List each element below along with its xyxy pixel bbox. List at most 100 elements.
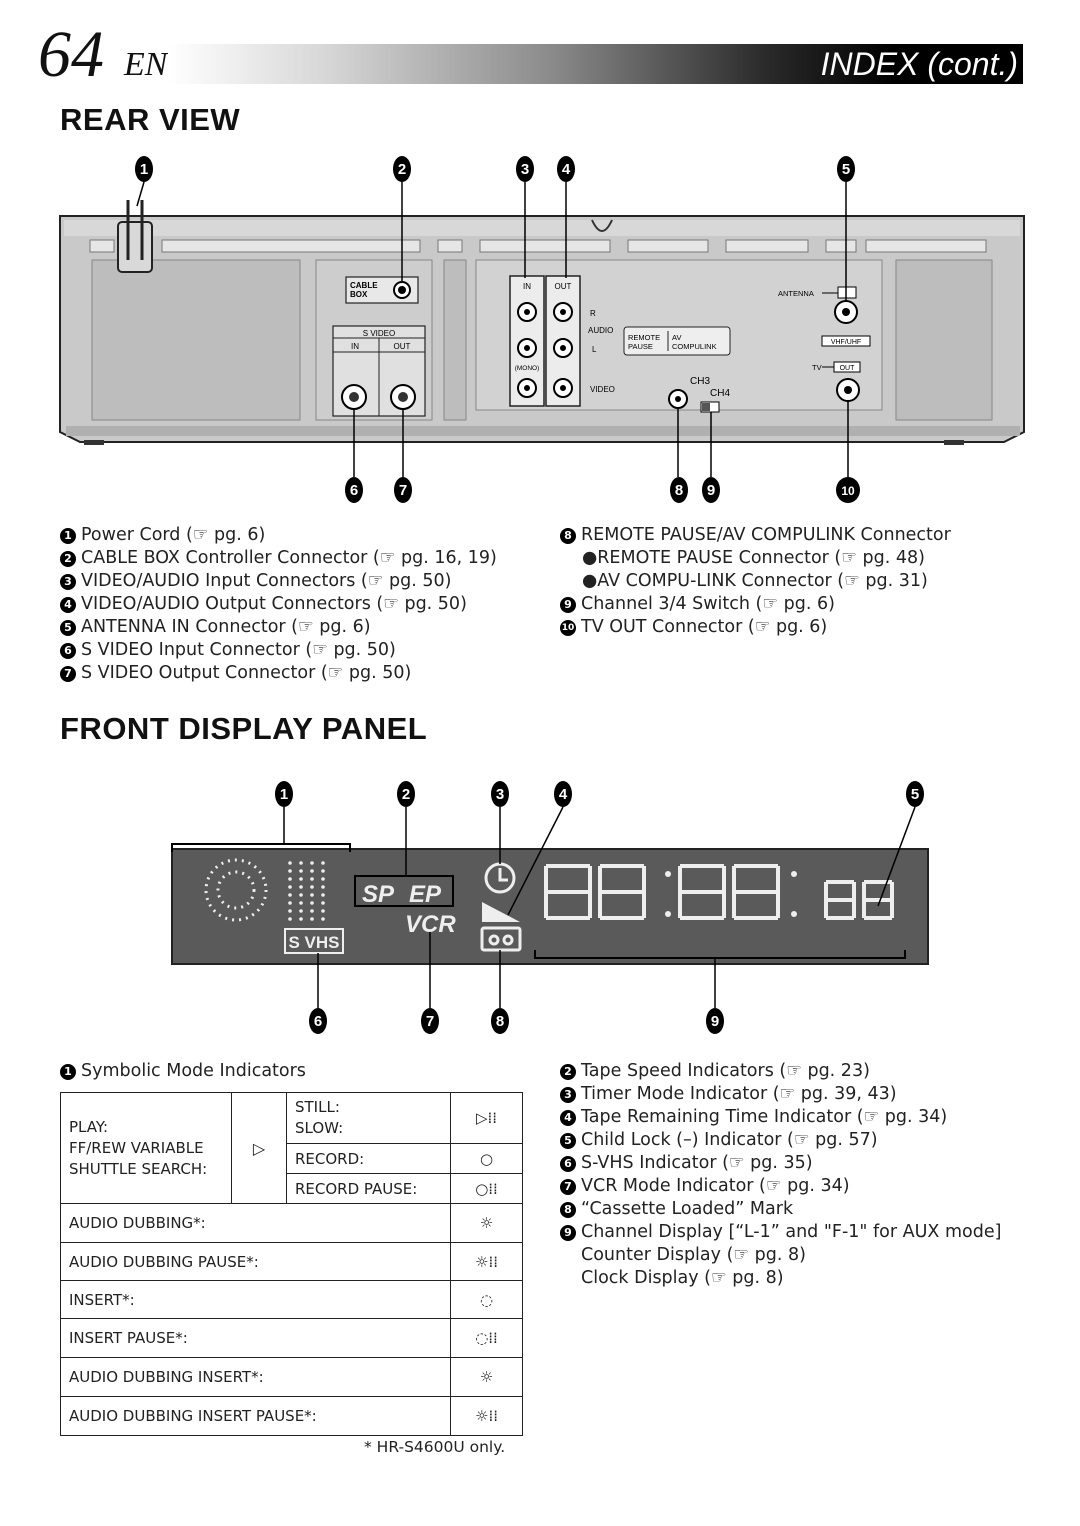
table-row: AUDIO DUBBING*: xyxy=(60,1203,451,1243)
legend-item: 8“Cassette Loaded” Mark xyxy=(560,1198,1001,1221)
matrix-dot xyxy=(288,877,292,881)
record-pause-cell: RECORD PAUSE: xyxy=(286,1173,451,1204)
svhs-indicator: S VHS xyxy=(284,928,344,954)
rear-callout-1: 1 xyxy=(140,161,148,178)
rear-callout-7: 7 xyxy=(399,482,407,499)
svg-text:AV: AV xyxy=(672,333,681,342)
matrix-dot xyxy=(310,917,314,921)
front-callout-7: 7 xyxy=(426,1013,434,1030)
matrix-dot xyxy=(299,909,303,913)
seven-segment-digit xyxy=(678,864,726,920)
cassette-loaded-icon xyxy=(480,926,522,952)
svg-text:VHF/UHF: VHF/UHF xyxy=(831,339,861,346)
record-icon: ○ xyxy=(450,1143,523,1174)
rear-callout-6: 6 xyxy=(350,482,358,499)
rear-callout-3: 3 xyxy=(521,161,529,178)
front-display-diagram: 1 2 3 4 5 6 7 8 9 SP EP VCR S VHS xyxy=(171,781,929,1034)
legend-subitem: ●REMOTE PAUSE Connector (☞ pg. 48) xyxy=(582,548,925,568)
still-slow-cell: STILL: SLOW: xyxy=(286,1092,451,1144)
remote-pause-compulink: REMOTE PAUSE AV COMPULINK CH3 CH4 xyxy=(623,326,731,413)
legend-subitem: Counter Display (☞ pg. 8) xyxy=(581,1245,806,1265)
svg-text:(MONO): (MONO) xyxy=(515,365,540,372)
matrix-dot xyxy=(288,861,292,865)
svg-text:ANTENNA: ANTENNA xyxy=(778,289,814,298)
audio-dubbing-insert-pause-icon: ☼⁞⁞ xyxy=(450,1396,523,1436)
svg-text:SP: SP xyxy=(362,881,395,908)
rear-view-diagram: 1 2 3 4 5 6 7 8 9 10 xyxy=(59,156,1025,503)
matrix-dot xyxy=(321,877,325,881)
symbolic-mode-dots xyxy=(204,858,268,922)
matrix-dot xyxy=(288,901,292,905)
insert-icon: ◌ xyxy=(450,1280,523,1319)
insert-pause-icon: ◌⁞⁞ xyxy=(450,1318,523,1358)
rear-callout-10: 10 xyxy=(841,484,855,498)
table-row: AUDIO DUBBING INSERT PAUSE*: xyxy=(60,1396,451,1436)
front-display-title: FRONT DISPLAY PANEL xyxy=(60,711,428,746)
svg-text:REMOTE: REMOTE xyxy=(628,333,660,342)
rear-view-title: REAR VIEW xyxy=(60,102,241,137)
legend-subitem: Clock Display (☞ pg. 8) xyxy=(581,1268,784,1288)
record-cell: RECORD: xyxy=(286,1143,451,1174)
audio-dubbing-insert-icon: ☼ xyxy=(450,1357,523,1397)
svg-text:CABLE: CABLE xyxy=(350,281,378,290)
svg-text:COMPULINK: COMPULINK xyxy=(672,342,717,351)
svg-text:AUDIO: AUDIO xyxy=(588,326,613,335)
seven-segment-digit xyxy=(824,880,856,920)
svg-text:OUT: OUT xyxy=(394,342,411,351)
matrix-dot xyxy=(299,877,303,881)
audio-dubbing-icon: ☼ xyxy=(450,1203,523,1243)
svg-text:VIDEO: VIDEO xyxy=(590,385,615,394)
display-panel xyxy=(171,848,929,965)
front-callout-5: 5 xyxy=(911,786,919,803)
colon-dots xyxy=(665,871,797,917)
matrix-dot xyxy=(310,885,314,889)
legend-subitem: ●AV COMPU-LINK Connector (☞ pg. 31) xyxy=(582,571,928,591)
front-callout-2: 2 xyxy=(402,786,410,803)
symbolic-mode-table: PLAY: FF/REW VARIABLE SHUTTLE SEARCH: ▷ … xyxy=(60,1092,523,1436)
svg-text:OUT: OUT xyxy=(555,282,572,291)
matrix-dot xyxy=(288,885,292,889)
front-callout-1: 1 xyxy=(280,786,288,803)
antenna-tv-connectors: ANTENNA VHF/UHF TV OUT xyxy=(778,286,871,402)
matrix-dot xyxy=(321,909,325,913)
svg-text:IN: IN xyxy=(351,342,359,351)
play-group-cell: PLAY: FF/REW VARIABLE SHUTTLE SEARCH: xyxy=(60,1092,232,1204)
page-number: 64 xyxy=(38,18,104,91)
matrix-dot xyxy=(321,885,325,889)
front-callout-4: 4 xyxy=(559,786,568,803)
front-callout-9: 9 xyxy=(711,1013,719,1030)
svg-text:TV: TV xyxy=(812,363,822,372)
matrix-dot xyxy=(310,909,314,913)
front-callout-8: 8 xyxy=(496,1013,504,1030)
matrix-dot xyxy=(310,869,314,873)
play-icon: ▷ xyxy=(231,1092,287,1204)
svg-text:PAUSE: PAUSE xyxy=(628,342,653,351)
av-connectors: IN OUT (MONO) R AUDIO L VIDEO xyxy=(509,275,615,407)
matrix-dot xyxy=(288,909,292,913)
seven-segment-digit xyxy=(544,864,592,920)
matrix-dot xyxy=(299,885,303,889)
matrix-dot xyxy=(288,893,292,897)
dot-matrix xyxy=(288,861,325,921)
svg-text:EP: EP xyxy=(409,881,442,908)
front-callout-3: 3 xyxy=(496,786,504,803)
rear-callout-4: 4 xyxy=(562,161,571,178)
record-pause-icon: ○⁞⁞ xyxy=(450,1173,523,1204)
seven-segment-digit xyxy=(732,864,780,920)
matrix-dot xyxy=(321,869,325,873)
rear-callouts: 1 2 3 4 5 6 7 8 9 10 xyxy=(135,156,860,503)
matrix-dot xyxy=(310,877,314,881)
cable-box-connector: CABLE BOX xyxy=(345,276,419,304)
